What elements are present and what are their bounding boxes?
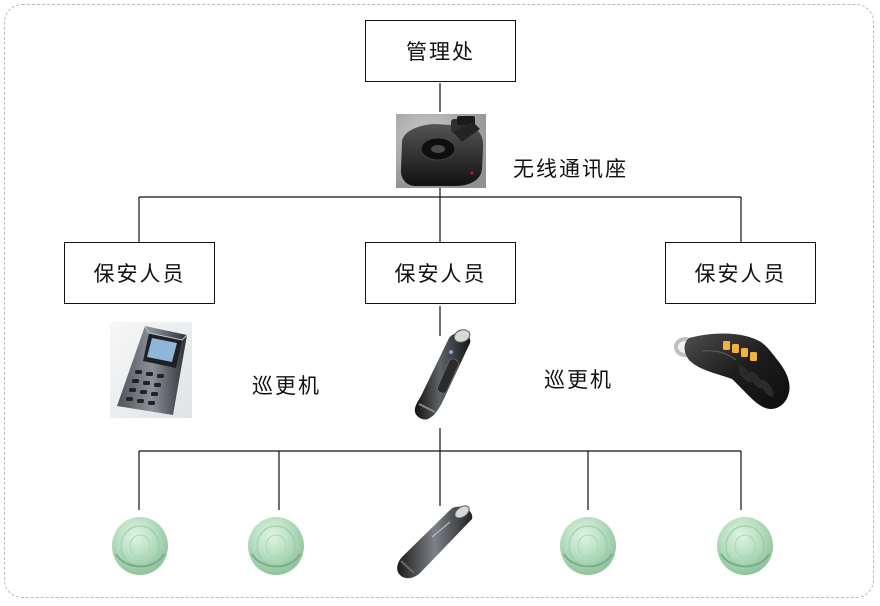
patrol-device-label-right: 巡更机 — [544, 368, 613, 392]
checkpoint-disc-icon — [714, 512, 776, 578]
patrol-device-label-left: 巡更机 — [252, 374, 321, 398]
management-label: 管理处 — [406, 40, 475, 64]
diagram-frame — [4, 4, 874, 598]
checkpoint-disc-icon — [557, 512, 619, 578]
checkpoint-disc-icon — [245, 512, 307, 578]
guard-box-center: 保安人员 — [365, 242, 516, 304]
checkpoint-disc-icon — [109, 512, 171, 578]
guard-label-center: 保安人员 — [394, 262, 487, 286]
guard-box-left: 保安人员 — [64, 242, 215, 304]
communication-base-label: 无线通讯座 — [513, 157, 628, 181]
management-box: 管理处 — [365, 20, 516, 82]
checkpoint-stick-icon — [392, 504, 484, 584]
handheld-terminal-icon — [110, 322, 192, 418]
patrol-handset-icon — [671, 328, 795, 414]
patrol-stick-icon — [397, 326, 483, 424]
communication-base-icon — [396, 114, 486, 188]
guard-label-left: 保安人员 — [93, 262, 186, 286]
guard-label-right: 保安人员 — [694, 262, 787, 286]
guard-box-right: 保安人员 — [665, 242, 816, 304]
